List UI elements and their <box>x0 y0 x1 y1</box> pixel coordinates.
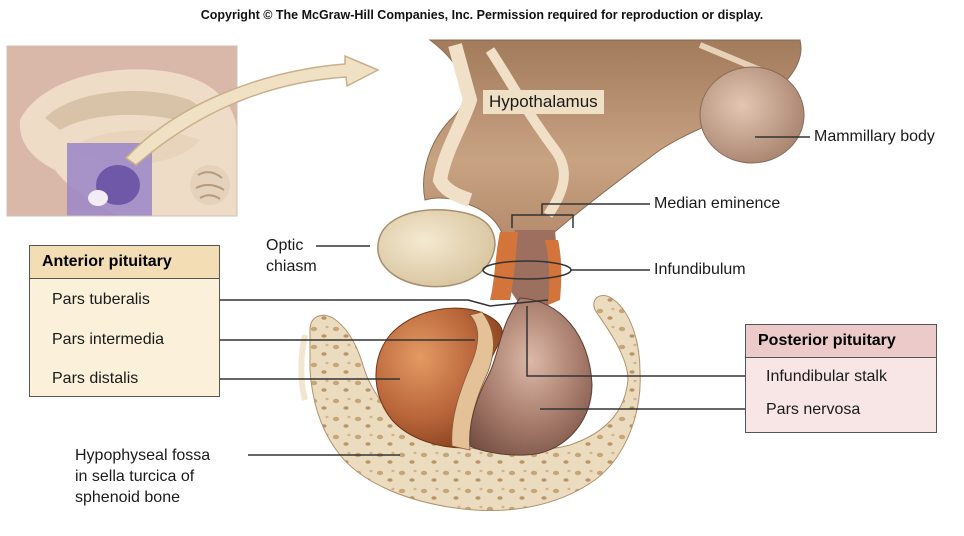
anterior-pituitary-title: Anterior pituitary <box>30 246 219 279</box>
pars-tuberalis-label: Pars tuberalis <box>52 290 150 310</box>
mammillary-body <box>700 67 804 163</box>
brain-inset <box>7 46 237 216</box>
mammillary-body-label: Mammillary body <box>814 127 935 147</box>
optic-chiasm-label-line1: Optic <box>266 236 303 256</box>
fossa-label-line3: sphenoid bone <box>75 488 180 508</box>
pars-distalis-label: Pars distalis <box>52 369 138 389</box>
copyright-notice: Copyright © The McGraw-Hill Companies, I… <box>0 8 964 22</box>
pars-nervosa-label: Pars nervosa <box>766 400 860 420</box>
infundibular-stalk-label: Infundibular stalk <box>766 367 887 387</box>
fossa-label-line2: in sella turcica of <box>75 467 194 487</box>
anterior-pituitary-box: Anterior pituitary Pars tuberalis Pars i… <box>29 245 220 397</box>
fossa-label-line1: Hypophyseal fossa <box>75 446 210 466</box>
optic-chiasm-label-line2: chiasm <box>266 257 317 277</box>
median-eminence-label: Median eminence <box>654 194 780 214</box>
infundibulum-stalk <box>490 230 561 305</box>
pars-intermedia-label: Pars intermedia <box>52 330 164 350</box>
optic-chiasm <box>378 210 495 287</box>
hypothalamus-label: Hypothalamus <box>483 90 604 114</box>
infundibulum-label: Infundibulum <box>654 260 746 280</box>
posterior-pituitary-title: Posterior pituitary <box>746 325 936 358</box>
posterior-pituitary-box: Posterior pituitary Infundibular stalk P… <box>745 324 937 433</box>
